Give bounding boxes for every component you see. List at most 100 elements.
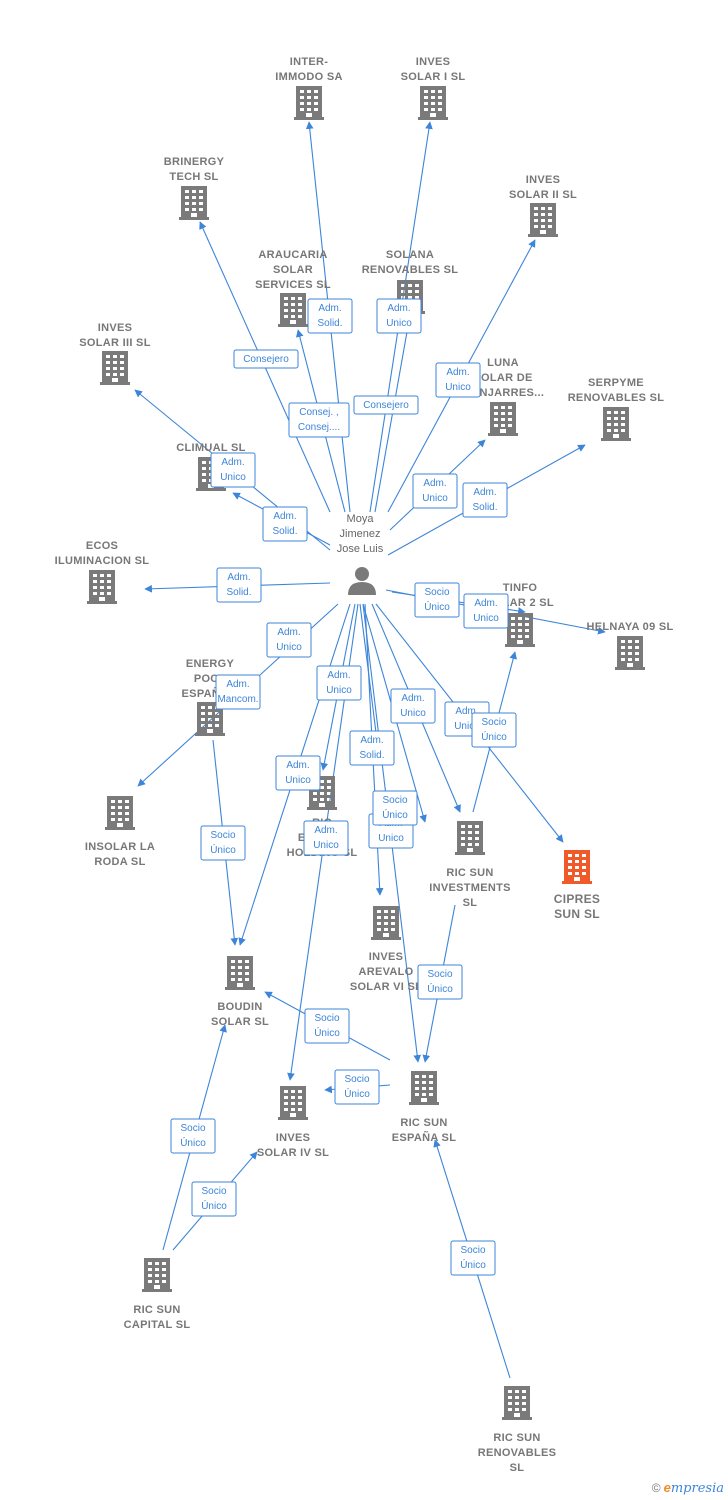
company-label-line: RENOVABLES SL [362,264,459,276]
company-node-solana[interactable]: SOLANA RENOVABLES SL [362,249,459,314]
relation-text: Adm. [277,627,300,638]
company-node-climual[interactable]: CLIMUAL SL [176,442,245,491]
building-icon [562,850,592,884]
relation-box [288,402,350,438]
company-label-line: TECH SL [169,171,218,183]
relation-text: Unico [220,472,246,483]
relation-box [191,1181,237,1217]
relation-text: Solid. [272,526,297,537]
relation-text: Adm. [273,511,296,522]
company-node-helnaya[interactable]: HELNAYA 09 SL [586,621,673,670]
building-icon [278,293,308,327]
relation-box [215,674,261,710]
relation-label[interactable]: Adm.Unico [210,452,256,488]
relation-label[interactable]: Adm.Solid. [349,730,395,766]
company-label-line: SOLAR VI SL [350,981,422,993]
relation-box [462,482,508,518]
company-label-line: ENERGY [186,658,235,670]
relation-label[interactable]: Adm.Solid. [216,567,262,603]
company-node-inter-immodo[interactable]: INTER- IMMODO SA [275,56,342,120]
relation-label[interactable]: Adm.Unico [412,473,458,509]
relation-label[interactable]: Adm.Unico [316,665,362,701]
relation-text: Socio [460,1245,485,1256]
relation-label[interactable]: Adm.Unico [435,362,481,398]
relation-text: Socio [201,1186,226,1197]
relation-box [262,506,308,542]
company-label-line: SOLANA [386,249,434,261]
relation-box [170,1118,216,1154]
relation-label[interactable]: Adm.Unico [376,298,422,334]
relation-label[interactable]: Adm.Mancom. [215,674,261,710]
relation-box [266,622,312,658]
relation-label[interactable]: Adm.Unico [390,688,436,724]
relation-text: Único [201,1199,227,1212]
relation-label[interactable]: Adm.Unico [303,820,349,856]
relation-label[interactable]: Adm.Unico [463,593,509,629]
relation-label[interactable]: Adm. Unico [275,755,321,791]
relation-box [216,567,262,603]
relation-text: Unico [445,382,471,393]
building-icon [371,906,401,940]
company-label-line: SOLAR DE [473,372,532,384]
relation-text: Solid. [317,318,342,329]
company-label-line: INVES [416,56,451,68]
company-label-line: RODA SL [94,856,145,868]
company-label-line: IMMODO SA [275,71,342,83]
relation-text: Unico [386,318,412,329]
relation-label[interactable]: Consejero [353,395,419,415]
relation-label[interactable]: Adm.Solid. [307,298,353,334]
relation-label[interactable]: Adm.Unico [266,622,312,658]
company-label-line: BRINERGY [164,156,225,168]
company-label-line: SOLAR [273,264,313,276]
building-icon [294,86,324,120]
relation-label[interactable]: Consej. ,Consej.... [288,402,350,438]
company-label-line: INTER- [290,56,328,68]
company-label-line: RIC SUN [400,1117,447,1129]
company-label-line: SUN SL [554,907,600,921]
relation-text: Unico [326,685,352,696]
relation-text: Socio [427,969,452,980]
relation-box [304,1008,350,1044]
relation-label[interactable]: Adm.Solid. [462,482,508,518]
relation-text: Único [314,1026,340,1039]
company-node-brinergy[interactable]: BRINERGY TECH SL [164,156,225,220]
relation-box [353,395,419,415]
relation-label[interactable]: Adm. Solid. [262,506,308,542]
relation-text: Unico [285,775,311,786]
relation-text: Socio [314,1013,339,1024]
relation-label[interactable]: Consejero [233,349,299,369]
empresia-logo-e: e [663,1480,671,1495]
company-label-line: LUNA [487,357,519,369]
relation-text: Adm. [286,760,309,771]
relation-text: Adm. [226,679,249,690]
